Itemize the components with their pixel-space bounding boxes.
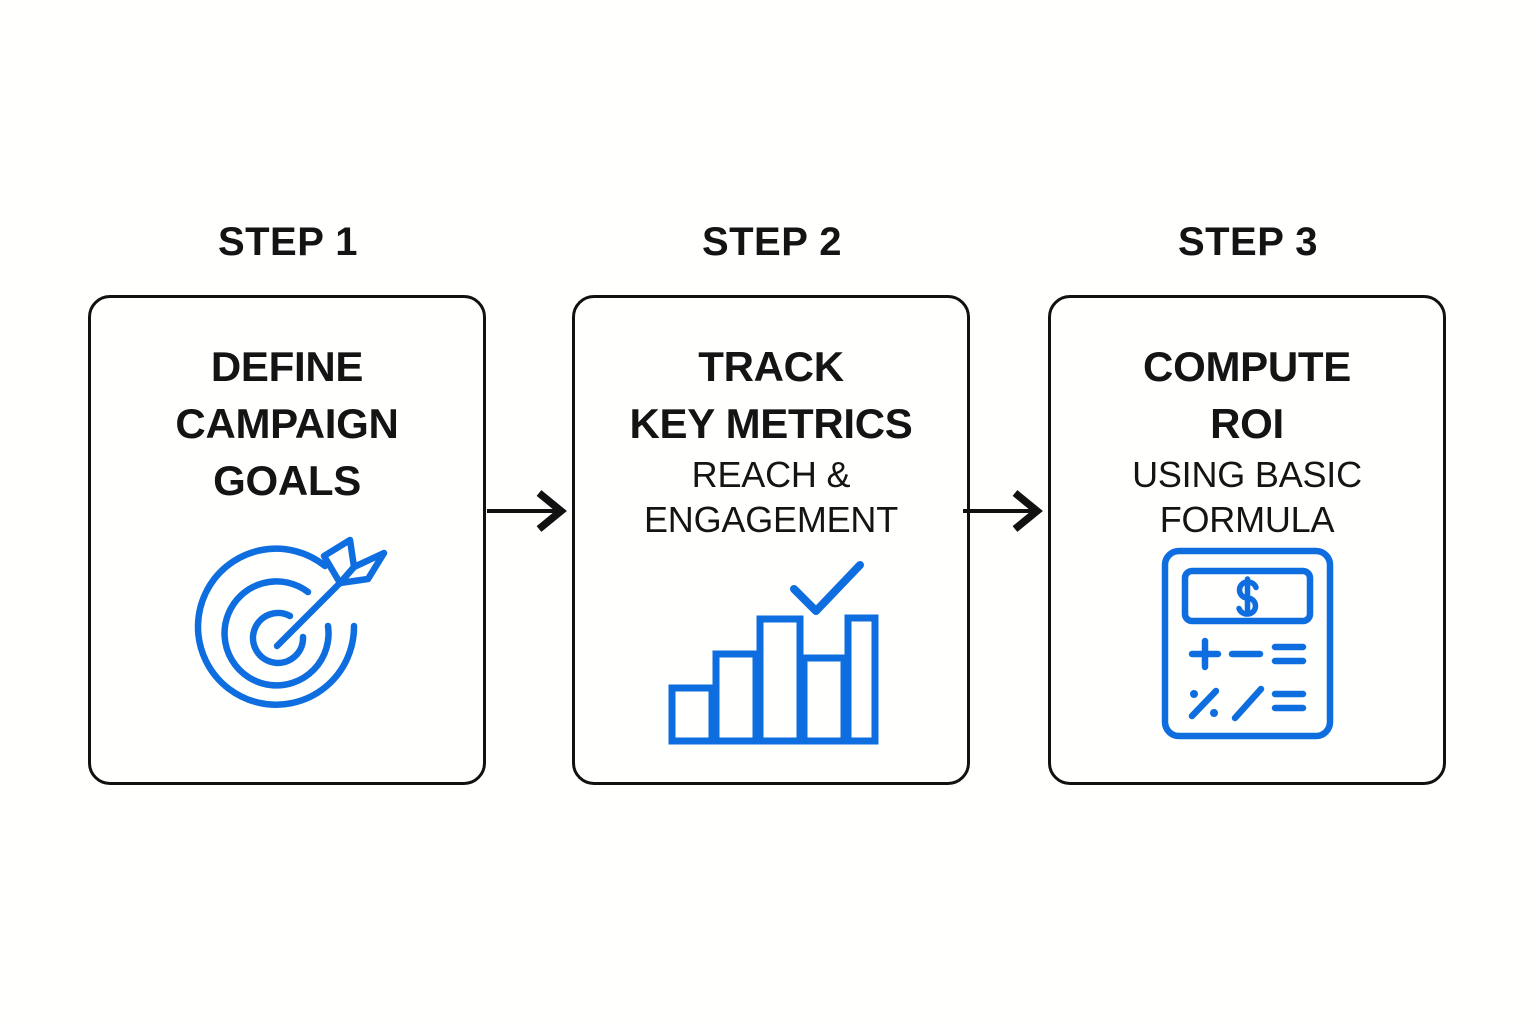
step-card-3[interactable]: COMPUTE ROI USING BASIC FORMULA (1048, 295, 1446, 785)
step-subtitle-3: USING BASIC FORMULA (1132, 454, 1362, 540)
arrow-step2-to-step3 (963, 489, 1049, 533)
step-card-3-text: COMPUTE ROI USING BASIC FORMULA (1051, 338, 1443, 542)
step-title-3: COMPUTE ROI (1143, 343, 1351, 447)
step-card-1-text: DEFINE CAMPAIGN GOALS (91, 338, 483, 509)
step-column-3: STEP 3 COMPUTE ROI USING BASIC FORMULA (1048, 218, 1448, 785)
step-column-2: STEP 2 TRACK KEY METRICS REACH & ENGAGEM… (572, 218, 972, 785)
step-card-1[interactable]: DEFINE CAMPAIGN GOALS (88, 295, 486, 785)
step-card-2[interactable]: TRACK KEY METRICS REACH & ENGAGEMENT (572, 295, 970, 785)
calculator-icon (1051, 546, 1443, 741)
bar-chart-check-icon (575, 541, 967, 751)
step-label-3: STEP 3 (1177, 220, 1319, 264)
target-arrow-icon (91, 534, 483, 739)
arrow-step1-to-step2 (487, 489, 573, 533)
step-column-1: STEP 1 DEFINE CAMPAIGN GOALS (88, 218, 488, 785)
step-title-2: TRACK KEY METRICS (629, 343, 913, 447)
step-label-1: STEP 1 (217, 220, 359, 264)
step-label-2: STEP 2 (701, 220, 843, 264)
step-title-1: DEFINE CAMPAIGN GOALS (175, 343, 399, 504)
step-subtitle-2: REACH & ENGAGEMENT (643, 454, 899, 540)
step-card-2-text: TRACK KEY METRICS REACH & ENGAGEMENT (575, 338, 967, 542)
